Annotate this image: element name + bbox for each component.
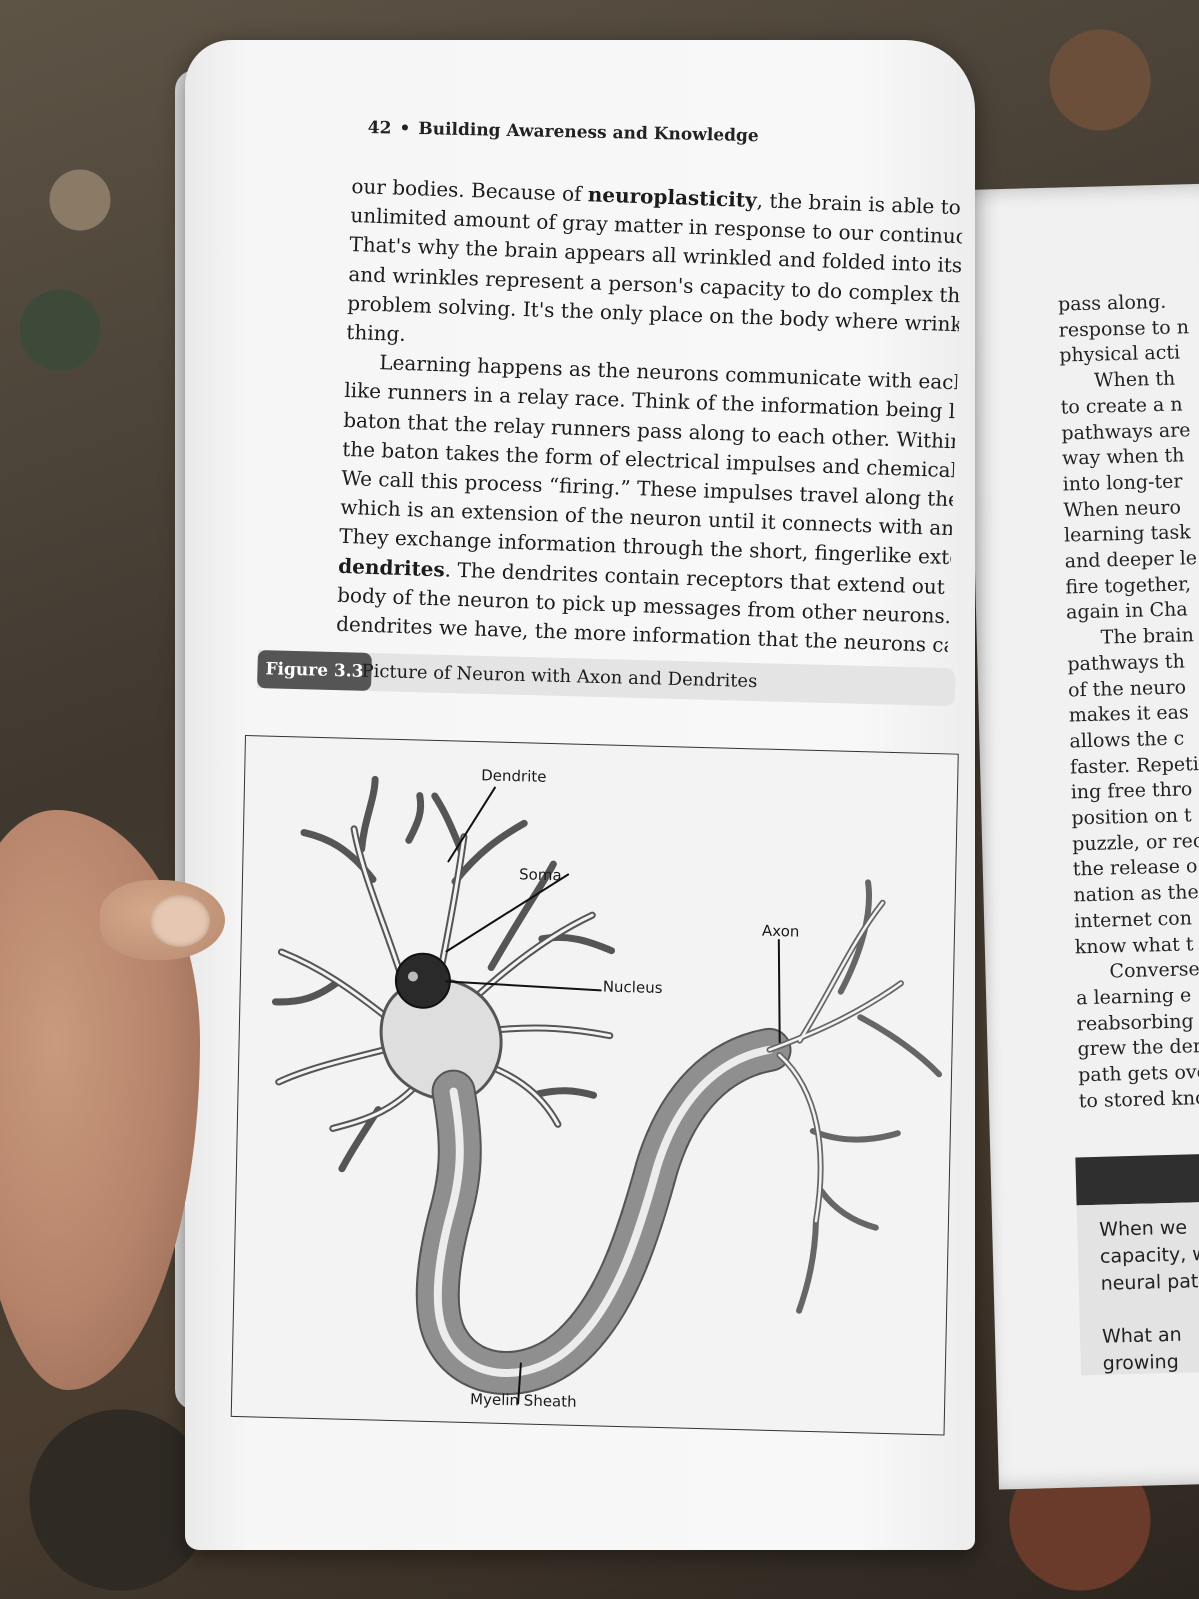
right-page-line: the release o (1072, 855, 1198, 881)
right-page-line: nation as the (1073, 881, 1199, 907)
right-box-line: What an (1101, 1323, 1182, 1348)
thumbnail-nail (150, 895, 210, 947)
figure-number-label: Figure 3.3 (257, 650, 373, 691)
label-dendrite: Dendrite (481, 766, 547, 786)
right-page-line: reabsorbing (1076, 1009, 1194, 1036)
right-page-line: pathways th (1067, 650, 1186, 676)
right-box-line: When we (1098, 1216, 1188, 1241)
right-page-line: a learning e (1075, 984, 1192, 1010)
label-axon: Axon (761, 921, 800, 941)
right-page-line: know what t (1074, 932, 1194, 958)
right-page-line: into long-ter (1062, 470, 1183, 496)
right-page-line: When neuro (1063, 496, 1182, 522)
label-soma: Soma (518, 865, 562, 885)
right-page-line: pass along. (1057, 290, 1167, 316)
label-myelin-sheath: Myelin Sheath (469, 1390, 577, 1411)
header-bullet: • (399, 118, 411, 139)
body-line-text: our bodies. Because of (351, 173, 589, 207)
right-page-line: makes it eas (1068, 701, 1190, 727)
right-page-line: When th (1093, 367, 1176, 392)
right-page-line: physical acti (1059, 341, 1181, 367)
right-page-line: The brain (1100, 624, 1195, 649)
right-page-line: and deeper le (1064, 547, 1198, 573)
body-paragraphs: our bodies. Because of neuroplasticity, … (336, 172, 964, 660)
right-page-box-header (1075, 1152, 1199, 1206)
right-page-line: Converse (1109, 958, 1199, 983)
right-page-line: ing free thro (1070, 778, 1193, 804)
right-page-line: position on t (1071, 804, 1192, 830)
neuron-illustration (271, 775, 943, 1405)
bold-term: dendrites (337, 553, 446, 582)
page-number: 42 (367, 118, 392, 139)
right-page-line: path gets ove (1077, 1061, 1199, 1087)
right-page-line: faster. Repeti (1069, 752, 1199, 779)
right-box-line: neural path (1100, 1269, 1199, 1295)
right-box-gap (1101, 1293, 1199, 1324)
right-page-line: allows the c (1069, 727, 1185, 753)
right-page-line: internet con (1073, 907, 1193, 933)
right-page-line: to create a n (1060, 393, 1183, 419)
right-page-line: puzzle, or rec (1071, 829, 1199, 856)
right-page-line: of the neuro (1067, 675, 1187, 702)
right-page-line: way when th (1061, 444, 1185, 470)
right-page-line: response to n (1058, 315, 1190, 342)
right-page-line: again in Cha (1065, 598, 1188, 624)
body-line-text: thing. (345, 319, 407, 346)
right-page-line: to stored kno (1078, 1086, 1199, 1113)
label-nucleus: Nucleus (602, 977, 663, 998)
right-page-line: learning task (1063, 521, 1192, 547)
neuron-figure: Dendrite Soma Nucleus Axon Myelin Sheath (230, 735, 959, 1436)
bold-term: neuroplasticity (587, 182, 758, 213)
right-page-line: pathways are (1061, 418, 1191, 445)
right-box-line: growing (1102, 1350, 1180, 1375)
right-page-line: grew the der (1077, 1035, 1199, 1061)
right-page-line: fire together, (1065, 572, 1192, 599)
right-box-line: capacity, w (1099, 1243, 1199, 1268)
